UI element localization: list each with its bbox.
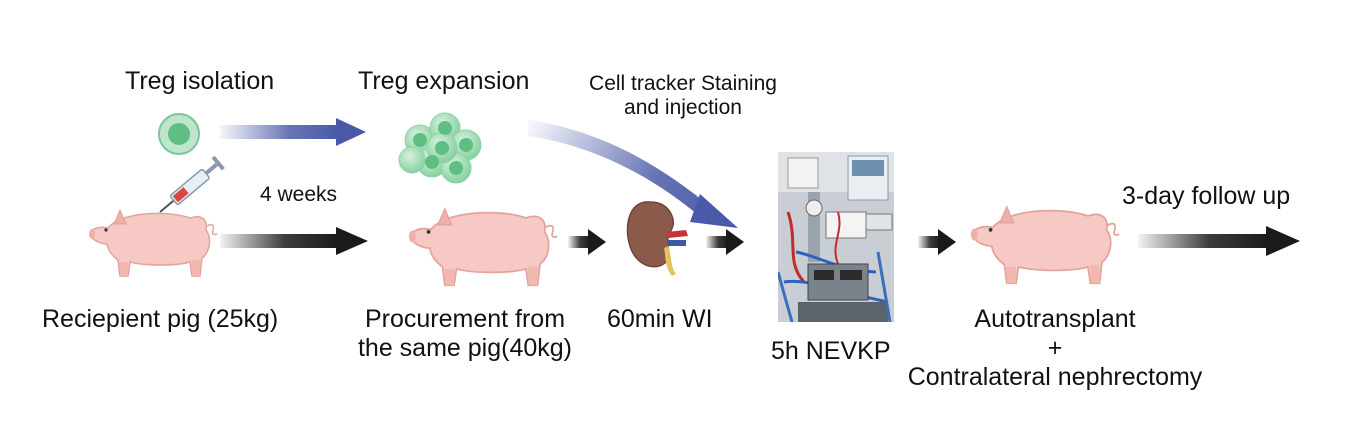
kidney-icon: [626, 201, 688, 276]
treg-isolation-label: Treg isolation: [125, 67, 275, 95]
arrow-isolation-to-expansion: [220, 118, 366, 146]
follow-up-label: 3-day follow up: [1122, 182, 1291, 210]
cell-tracker-label-line2: and injection: [624, 96, 742, 120]
autotransplant-plus: +: [1047, 333, 1063, 362]
four-weeks-label: 4 weeks: [260, 183, 338, 206]
autotransplant-label-line2: Contralateral nephrectomy: [907, 362, 1203, 391]
perfusion-machine-photo: [778, 152, 894, 322]
donor-pig-icon: [407, 207, 559, 287]
syringe-icon: [159, 155, 225, 213]
autotransplant-pig-icon: [969, 205, 1121, 285]
procurement-label: Procurement from the same pig(40kg): [345, 305, 585, 363]
warm-ischemia-label: 60min WI: [607, 305, 713, 333]
nevkp-label: 5h NEVKP: [771, 337, 891, 365]
cell-cluster-icon: [398, 112, 482, 184]
arrow-nevkp-to-autotransplant: [918, 229, 956, 255]
arrow-procurement-to-wi: [568, 229, 606, 255]
recipient-pig-icon: [88, 209, 218, 277]
autotransplant-label: Autotransplant + Contralateral nephrecto…: [892, 305, 1218, 391]
treg-expansion-label: Treg expansion: [358, 67, 530, 95]
recipient-pig-label: Reciepient pig (25kg): [42, 305, 279, 333]
arrow-four-weeks: [220, 227, 368, 255]
single-cell-icon: [158, 113, 200, 155]
cell-tracker-label-line1: Cell tracker Staining: [589, 72, 777, 95]
arrow-cell-tracker-injection: [528, 120, 738, 228]
arrow-follow-up: [1138, 226, 1300, 256]
arrow-wi-to-nevkp: [706, 229, 744, 255]
cell-tracker-label: Cell tracker Staining and injection: [572, 72, 794, 120]
procurement-label-line1: Procurement from: [364, 305, 566, 333]
procurement-label-line2: the same pig(40kg): [357, 333, 572, 362]
autotransplant-label-line1: Autotransplant: [974, 305, 1136, 333]
